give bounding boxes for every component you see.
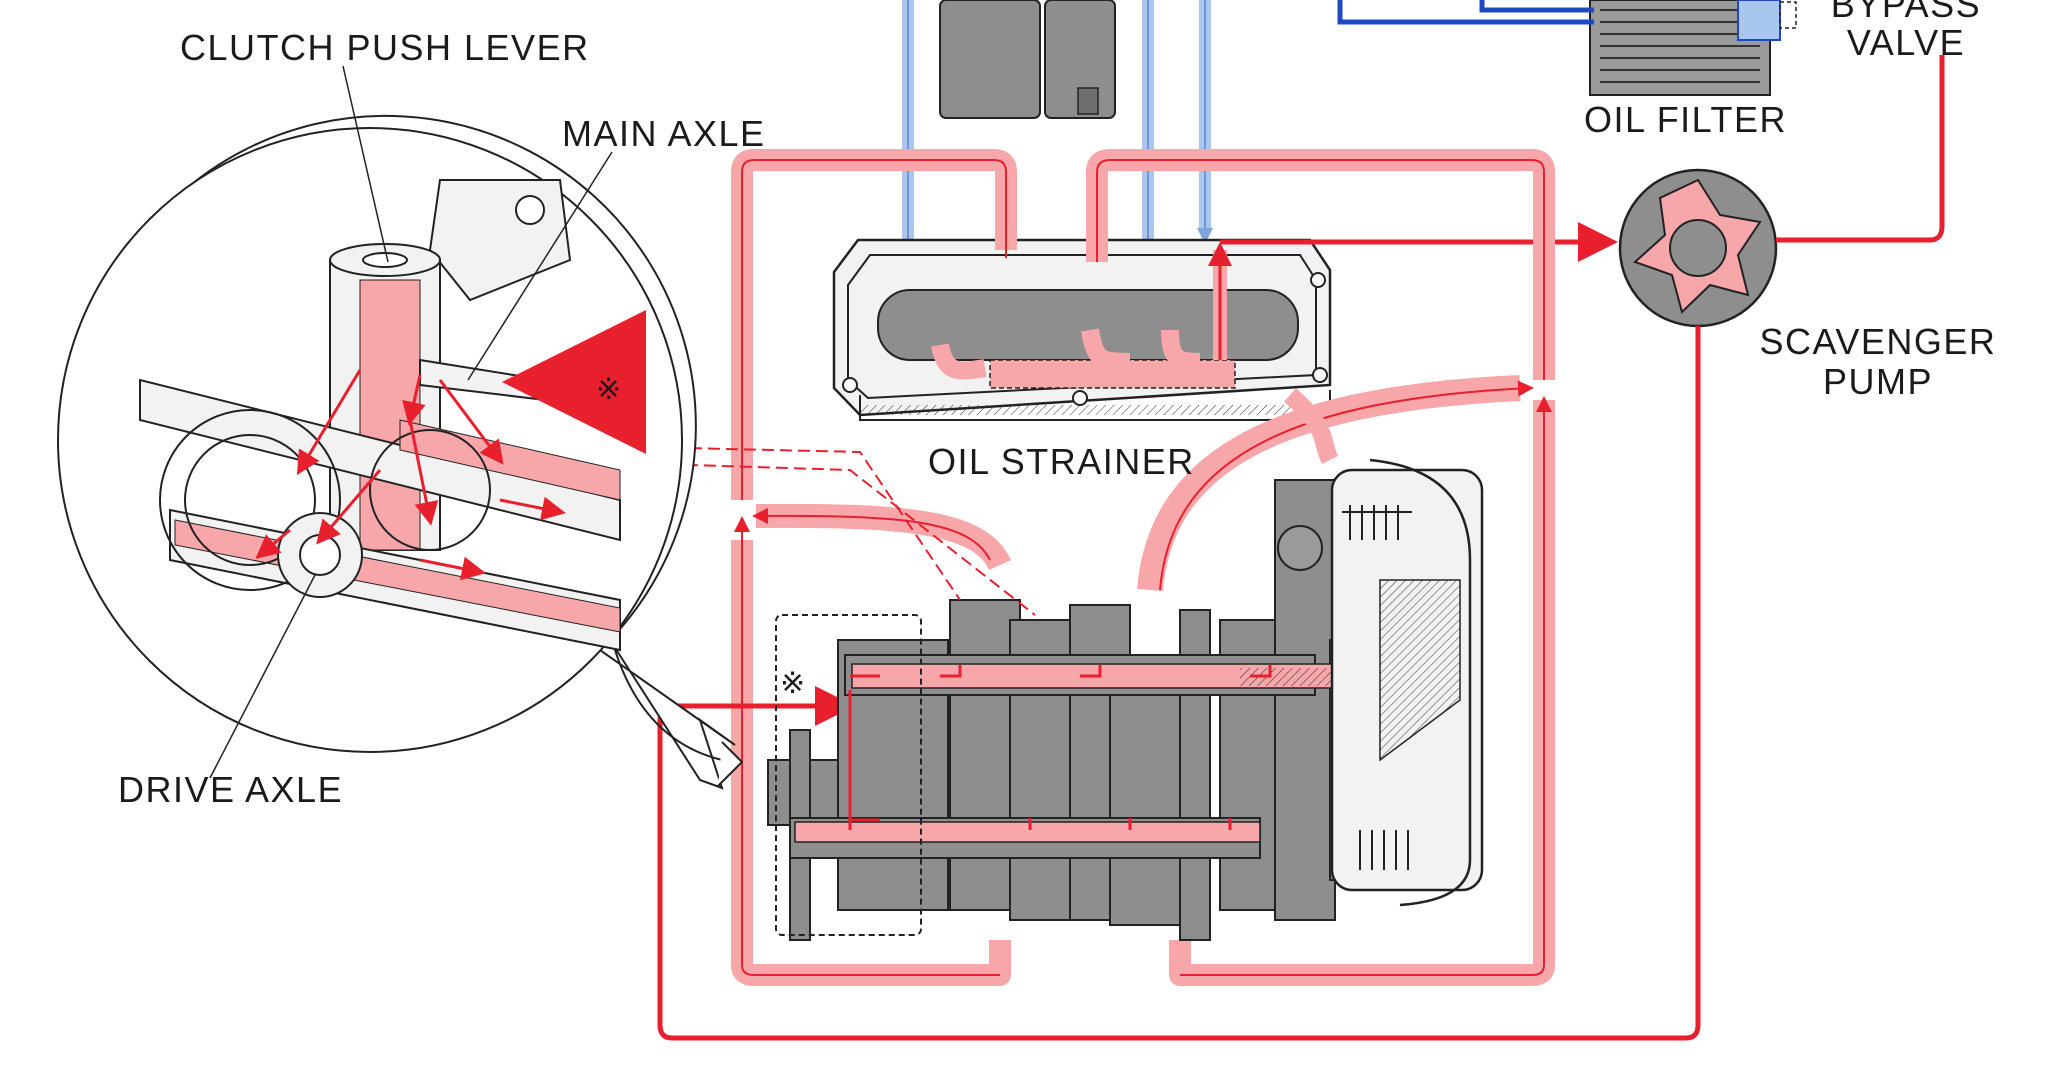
drive-axle-label: DRIVE AXLE	[118, 769, 344, 810]
cylinder-block-parts	[939, 0, 1116, 119]
scavenger-pump-label-line1: SCAVENGER	[1759, 321, 1997, 362]
pump-to-filter-line	[1776, 55, 1945, 243]
oil-filter-icon	[1589, 0, 1797, 96]
clutch-push-lever-label: CLUTCH PUSH LEVER	[180, 27, 590, 68]
oil-filter-label: OIL FILTER	[1584, 99, 1788, 140]
bypass-valve-label-line1: BYPASS	[1830, 0, 1982, 25]
scavenger-pump-icon	[1618, 168, 1778, 328]
filtered-oil-line	[1337, 0, 1594, 25]
bypass-valve-label: BYPASS VALVE	[1806, 0, 2006, 62]
bypass-valve-label-line2: VALVE	[1846, 22, 1966, 63]
callout-leaders	[209, 65, 613, 779]
oil-strainer-pan	[832, 238, 1332, 421]
main-axle-label: MAIN AXLE	[562, 113, 766, 154]
return-oil-channel	[731, 149, 1555, 986]
transmission-gearbox	[767, 458, 1484, 941]
oil-supply-arrows	[900, 0, 1213, 280]
scavenger-pump-label: SCAVENGER PUMP	[1748, 322, 2008, 402]
scavenger-pump-label-line2: PUMP	[1822, 361, 1933, 402]
reference-mark-inset: ※	[596, 373, 623, 406]
detail-inset	[57, 114, 744, 790]
oil-strainer-label: OIL STRAINER	[928, 441, 1195, 482]
reference-mark-gearbox: ※	[780, 667, 807, 700]
